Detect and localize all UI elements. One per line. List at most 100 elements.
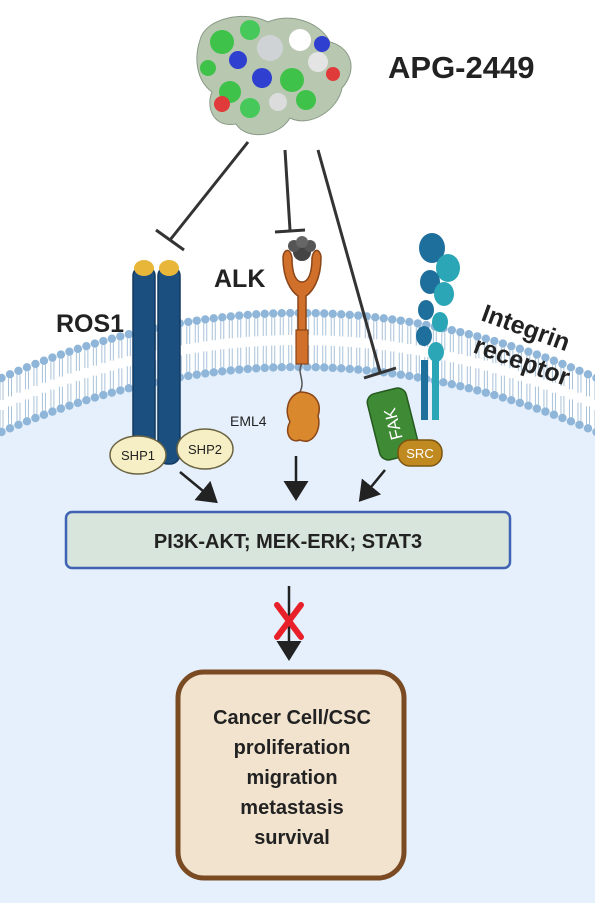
lipid-tail [194,324,199,371]
lipid-head-outer [235,311,244,320]
lipid-head-outer [405,317,414,327]
lipid-tail [84,350,89,397]
lipid-head-outer [286,308,295,318]
lipid-head-inner [82,395,91,405]
lipid-tail [432,330,437,377]
lipid-head-inner [464,384,474,393]
lipid-head-outer [583,370,593,379]
lipid-head-inner [405,371,414,381]
inhibition-line-fak [316,149,382,373]
lipid-head-inner [345,364,354,374]
lipid-head-outer [107,334,117,343]
lipid-tail [288,317,293,364]
lipid-tail [475,340,480,387]
lipid-head-outer [541,353,550,362]
lipid-tail [381,322,386,369]
lipid-head-inner [583,424,593,433]
lipid-tail [109,342,114,389]
lipid-tail [534,358,539,405]
pathway-box [64,510,512,570]
lipid-head-inner [575,420,584,429]
lipid-head-outer [124,330,134,339]
lipid-head-inner [260,363,269,373]
lipid-tail [41,364,46,411]
lipid-tail [237,319,242,366]
lipid-head-outer [388,315,397,324]
lipid-head-inner [481,388,491,397]
lipid-head-inner [218,367,227,376]
lipid-head-outer [464,330,474,339]
lipid-tail [7,378,12,425]
lipid-head-outer [218,313,227,322]
lipid-head-outer [22,363,32,372]
inhibition-bar-fak [363,366,397,380]
inhibition-lines [155,141,397,380]
lipid-head-inner [558,413,567,423]
lipid-tail [211,322,216,369]
shp1-protein: SHP1 [109,435,167,475]
lipid-tail [339,318,344,365]
lipid-tail [0,382,4,428]
lipid-tail [517,352,522,399]
lipid-head-inner [22,417,32,426]
lipid-head-inner [277,363,286,372]
lipid-head-inner [56,404,66,413]
lipid-head-outer [39,356,49,365]
lipid-head-inner [549,410,559,419]
shp1-label: SHP1 [121,448,155,463]
ros1-chain-left [132,265,156,465]
lipid-tail [101,345,106,392]
lipid-head-outer [99,336,108,346]
lipid-head-outer [481,334,491,343]
lipid-tail [347,318,352,365]
lipid-head-outer [354,311,363,320]
src-label: SRC [406,446,433,461]
lipid-head-inner [0,427,6,437]
lipid-head-outer [311,309,320,318]
lipid-head-outer [0,373,6,383]
lipid-head-outer [14,366,23,375]
lipid-tail [33,367,38,414]
lipid-head-inner [447,379,457,389]
lipid-head-outer [498,339,508,348]
lipid-head-outer [396,316,405,325]
lipid-tail [551,364,556,411]
lipid-head-inner [192,370,201,379]
outcome-line-5: survival [254,827,330,849]
lipid-head-outer [371,313,380,322]
shp2-protein: SHP2 [176,428,234,470]
lipid-head-outer [56,350,66,359]
lipid-head-outer [413,319,422,328]
lipid-tail [58,358,63,405]
lipid-head-inner [31,413,40,423]
lipid-tail [313,317,318,364]
lipid-tail [407,325,412,372]
outcome-box [175,669,407,881]
lipid-head-inner [286,362,295,372]
lipid-head-inner [124,384,134,393]
lipid-tail [449,334,454,381]
eml4-label: EML4 [230,413,267,429]
lipid-tail [228,320,233,367]
lipid-tail [92,347,97,394]
lipid-head-outer [490,336,499,346]
lipid-head-outer [379,314,388,323]
alk-bound-drug-icon [288,236,316,261]
ros1-receptor [132,260,181,465]
shp2-label: SHP2 [188,442,222,457]
lipid-head-outer [592,374,595,382]
lipid-head-inner [65,401,74,410]
lipid-head-inner [184,371,193,381]
lipid-head-inner [48,407,57,416]
lipid-tail [466,338,471,385]
block-x-icon [274,602,304,640]
lipid-head-inner [209,368,218,377]
lipid-head-inner [39,410,49,419]
lipid-head-inner [201,369,210,378]
lipid-head-inner [413,373,422,382]
outcome-line-1: Cancer Cell/CSC [213,707,371,729]
lipid-head-outer [116,332,125,341]
alk-label: ALK [214,265,265,293]
lipid-head-inner [252,364,261,373]
lipid-head-outer [320,309,329,318]
